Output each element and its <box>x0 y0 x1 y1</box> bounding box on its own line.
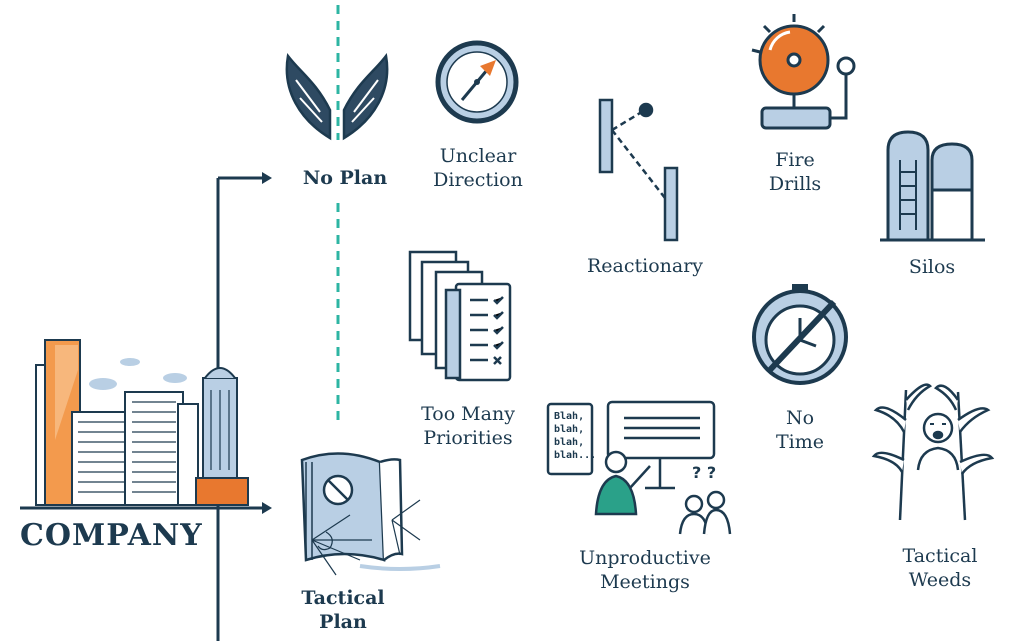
compass-icon <box>435 40 519 124</box>
person-in-corn-icon <box>871 383 995 521</box>
silos-label: Silos <box>908 256 956 278</box>
no-time-label: No Time <box>775 407 824 453</box>
fire-alarm-bell-icon <box>751 14 856 130</box>
cobweb-binder-icon <box>300 452 441 576</box>
presentation-board-icon <box>546 400 732 535</box>
building-windows <box>78 390 230 493</box>
building-skyline-icon <box>35 339 249 506</box>
tactical-weeds-label: Tactical Weeds <box>902 545 978 591</box>
unproductive-meetings-label: Unproductive Meetings <box>579 547 711 593</box>
tactical-plan-label: Tactical Plan <box>301 587 385 633</box>
speech-bubble-text: Blah, blah, blah, blah... <box>554 411 597 461</box>
company-label: COMPANY <box>20 518 203 553</box>
fire-drills-label: Fire Drills <box>768 149 822 195</box>
wing-feathers <box>295 79 379 123</box>
grain-silo-icon <box>880 130 985 242</box>
reactionary-label: Reactionary <box>586 255 704 277</box>
checklist-stack-icon <box>408 250 512 382</box>
no-stopwatch-icon <box>752 284 848 385</box>
pendulum-icon <box>598 98 679 242</box>
question-marks: ? ? <box>692 463 716 482</box>
arrowhead-tactical-plan <box>262 502 272 514</box>
cloud-icons <box>89 358 187 390</box>
arrowhead-no-plan <box>262 172 272 184</box>
unclear-direction-label: Unclear Direction <box>433 145 523 191</box>
too-many-priorities-label: Too Many Priorities <box>421 403 515 449</box>
no-plan-label: No Plan <box>302 167 388 189</box>
